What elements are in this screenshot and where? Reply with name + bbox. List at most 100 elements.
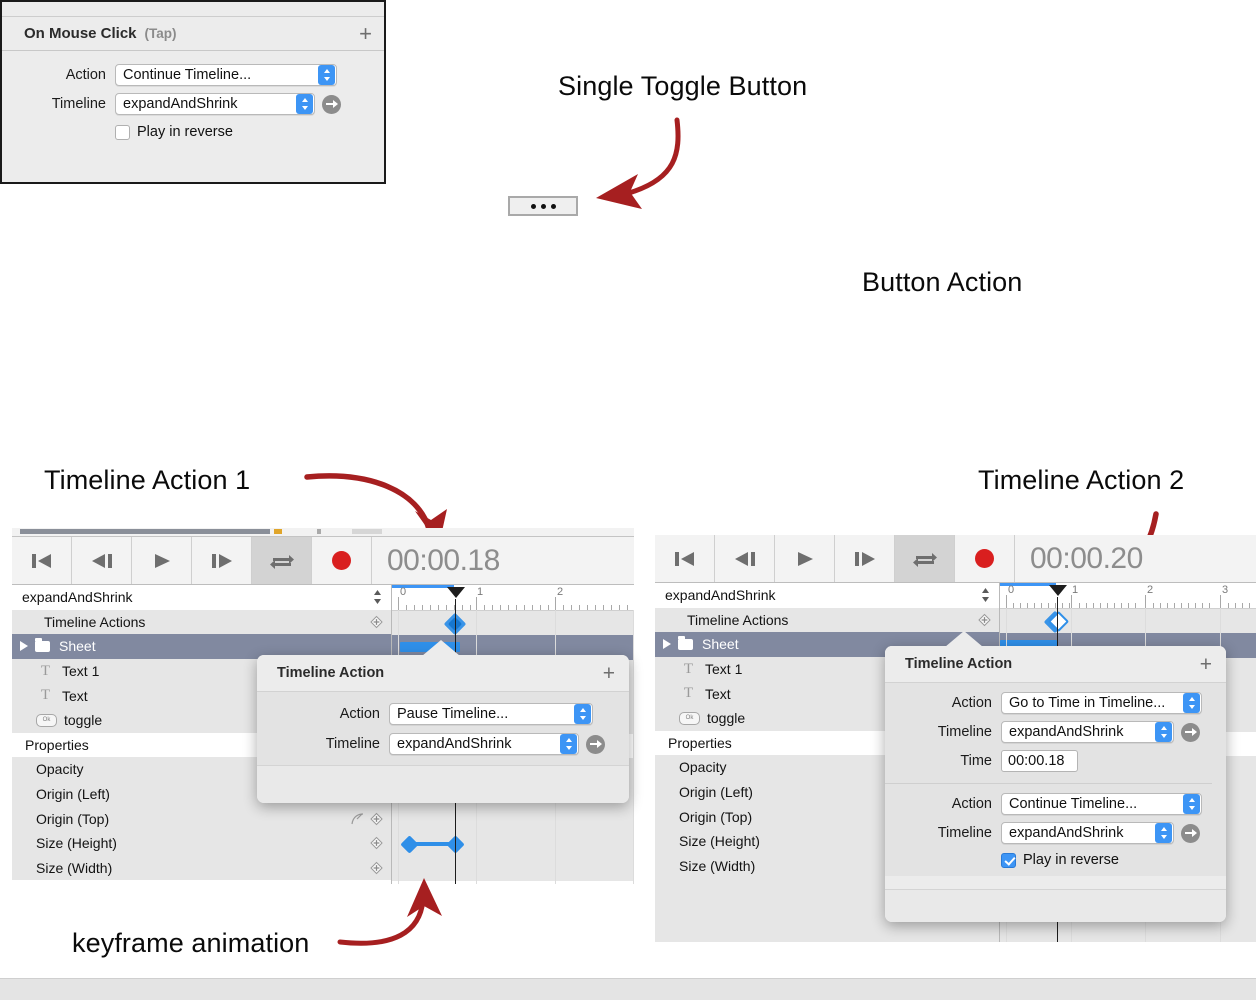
record-button[interactable] [955,535,1015,582]
outline-row-empty [655,927,999,942]
outline-row-timeline-actions[interactable]: Timeline Actions [655,607,999,633]
disclosure-triangle-icon[interactable] [20,641,28,652]
outline-row-size-height[interactable]: Size (Height) [12,830,391,856]
skip-to-start-button[interactable] [655,535,715,582]
outline-row-timeline-actions[interactable]: Timeline Actions [12,609,391,635]
folder-icon [678,635,693,650]
action-select-a[interactable]: Go to Time in Timeline... [1001,692,1202,714]
action-label: Action [951,796,992,812]
play-button[interactable] [775,535,835,582]
annotation-timeline-action-1: Timeline Action 1 [44,465,251,495]
add-keyframe-icon[interactable] [370,837,383,850]
record-icon [975,549,994,568]
ruler-label: 3 [1222,584,1229,596]
time-row-a: Time 00:00.18 [885,750,1212,772]
chevron-updown-icon[interactable] [981,588,990,603]
step-forward-button[interactable] [192,537,252,584]
chevron-updown-icon[interactable] [1155,823,1172,843]
step-forward-icon [854,551,875,566]
action-select-value: Continue Timeline... [1009,796,1138,812]
action-select[interactable]: Pause Timeline... [389,703,593,725]
playhead-handle-right[interactable] [1049,585,1067,596]
playhead-handle-left[interactable] [447,587,465,598]
disclosure-triangle-icon[interactable] [663,639,671,650]
ruler-label: 1 [1072,584,1079,596]
action-select-value: Pause Timeline... [397,706,509,722]
timeline-select-a[interactable]: expandAndShrink [1001,721,1174,743]
add-action-button[interactable]: + [602,661,615,685]
loop-button[interactable] [895,535,955,582]
action-label: Action [339,706,380,722]
inspector-header: On Mouse Click (Tap) + [2,17,384,51]
action-select[interactable]: Continue Timeline... [115,64,337,86]
add-keyframe-icon[interactable] [978,613,991,627]
popover-header-right: Timeline Action + [885,646,1226,683]
outline-row-size-width[interactable]: Size (Width) [12,855,391,881]
chevron-updown-icon[interactable] [1155,722,1172,742]
ellipsis-dot-icon [550,203,556,209]
timecode-display-left: 00:00.18 [387,543,500,577]
skip-to-start-icon [31,553,51,568]
step-back-button[interactable] [72,537,132,584]
goto-timeline-arrow-icon[interactable] [1181,823,1200,843]
chevron-updown-icon[interactable] [373,590,382,605]
play-in-reverse-checkbox[interactable] [1001,852,1016,868]
track-row-size-width[interactable] [392,856,634,882]
outline-row-label: Origin (Top) [36,810,110,827]
track-row-timeline-actions[interactable] [1000,608,1256,634]
outline-row-label: toggle [64,712,103,729]
track-row-empty [1000,928,1256,942]
inspector-title: On Mouse Click [24,25,137,42]
outline-row-sheet[interactable]: Sheet [12,634,391,659]
timeline-row-a: Timeline expandAndShrink [885,721,1212,743]
track-row-size-height[interactable] [392,831,634,857]
annotation-timeline-action-2: Timeline Action 2 [978,465,1185,495]
play-in-reverse-checkbox[interactable] [115,124,130,140]
action-row-b: Action Continue Timeline... [885,793,1212,815]
time-input[interactable]: 00:00.18 [1001,750,1078,772]
step-forward-button[interactable] [835,535,895,582]
easing-curve-icon[interactable] [351,813,364,825]
chevron-updown-icon[interactable] [1183,693,1200,713]
record-button[interactable] [312,537,372,584]
inspector-footer [0,978,1256,1000]
ellipsis-dot-icon [530,203,536,209]
chevron-updown-icon[interactable] [574,704,591,724]
play-in-reverse-label: Play in reverse [1023,852,1119,868]
time-ruler-left[interactable]: 0 1 2 [392,585,634,611]
skip-to-start-button[interactable] [12,537,72,584]
chevron-updown-icon[interactable] [296,94,313,114]
timeline-name-row-right[interactable]: expandAndShrink [655,583,999,608]
outline-row-label: Timeline Actions [687,611,789,628]
timeline-name-row-left[interactable]: expandAndShrink [12,585,391,610]
chevron-updown-icon[interactable] [560,734,577,754]
inspector-body: Action Continue Timeline... Timeline exp… [2,51,384,140]
outline-row-origin-top[interactable]: Origin (Top) [12,806,391,831]
time-ruler-right[interactable]: 0 1 2 3 [1000,583,1256,609]
loop-button[interactable] [252,537,312,584]
add-keyframe-icon[interactable] [370,812,383,825]
add-keyframe-icon[interactable] [370,615,383,629]
timeline-select[interactable]: expandAndShrink [389,733,579,755]
track-row-timeline-actions[interactable] [392,610,634,636]
keyframe-start[interactable] [400,835,419,854]
track-row-origin-top[interactable] [392,807,634,832]
goto-timeline-arrow-icon[interactable] [586,734,605,754]
chevron-updown-icon[interactable] [318,65,335,85]
timeline-select[interactable]: expandAndShrink [115,93,315,115]
outline-row-label: Text 1 [62,663,100,680]
add-action-button[interactable]: + [1199,652,1212,676]
toggle-button[interactable] [508,196,578,216]
timeline-select-b[interactable]: expandAndShrink [1001,822,1174,844]
popover-footer-left [257,765,629,803]
outline-row-label: Size (Width) [36,859,113,876]
add-action-button[interactable]: + [359,20,372,46]
step-back-button[interactable] [715,535,775,582]
chevron-updown-icon[interactable] [1183,794,1200,814]
text-icon: T [683,660,694,677]
goto-timeline-arrow-icon[interactable] [322,94,341,114]
action-select-b[interactable]: Continue Timeline... [1001,793,1202,815]
play-button[interactable] [132,537,192,584]
goto-timeline-arrow-icon[interactable] [1181,722,1200,742]
add-keyframe-icon[interactable] [370,861,383,875]
